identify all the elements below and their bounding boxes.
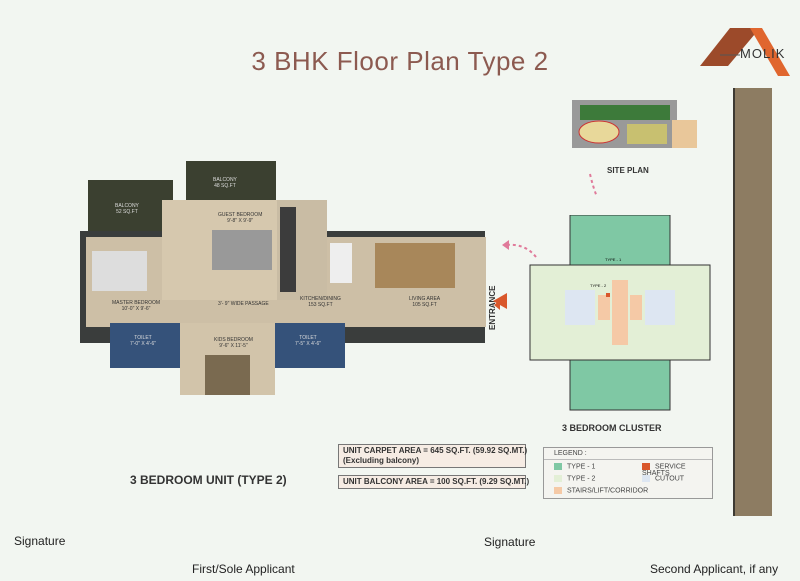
legend-item-type2: TYPE - 2 bbox=[554, 475, 595, 482]
legend-item-type1: TYPE - 1 bbox=[554, 463, 595, 470]
room-label-kids-bedroom: KIDS BEDROOM bbox=[214, 337, 253, 343]
logo-mark-icon bbox=[700, 28, 790, 76]
bedroom-cluster: 3 BEDROOM CLUSTER TYPE - 1 TYPE - 2 bbox=[520, 214, 720, 440]
legend-item-cutout: CUTOUT bbox=[642, 475, 684, 482]
room-size-master-bedroom: 10'-0" X 9'-6" bbox=[121, 306, 151, 312]
second-applicant-label: Second Applicant, if any bbox=[650, 562, 779, 576]
room-guest-bedroom: GUEST BEDROOM 9'-8" X 9'-9" bbox=[218, 212, 262, 224]
swatch-type1 bbox=[554, 463, 562, 470]
road-strip bbox=[733, 88, 772, 516]
room-size-kitchen: 153 SQ.FT bbox=[308, 302, 333, 308]
swatch-stairs bbox=[554, 487, 562, 494]
room-balcony-1: BALCONY 52 SQ.FT bbox=[115, 203, 139, 215]
room-master-bedroom: MASTER BEDROOM 10'-0" X 9'-6" bbox=[112, 300, 160, 312]
room-kitchen: KITCHEN/DINING 153 SQ.FT bbox=[300, 296, 341, 308]
type2-label: TYPE - 2 bbox=[590, 283, 607, 288]
room-label-toilet-1: TOILET bbox=[134, 335, 152, 341]
first-applicant-label: First/Sole Applicant bbox=[192, 562, 295, 576]
legend-item-stairs: STAIRS/LIFT/CORRIDOR bbox=[554, 487, 648, 494]
room-label-toilet-2: TOILET bbox=[299, 335, 317, 341]
room-label-balcony-2: BALCONY bbox=[213, 177, 237, 183]
room-living: LIVING AREA 105 SQ.FT bbox=[409, 296, 440, 308]
room-size-guest-bedroom: 9'-8" X 9'-9" bbox=[227, 218, 254, 224]
room-size-toilet-1: 7'-0" X 4'-6" bbox=[130, 341, 157, 347]
swatch-cutout bbox=[642, 475, 650, 482]
swatch-service bbox=[642, 463, 650, 470]
room-label-balcony-1: BALCONY bbox=[115, 203, 139, 209]
type1-label: TYPE - 1 bbox=[605, 257, 622, 262]
legend-title: LEGEND : bbox=[544, 448, 712, 460]
carpet-area-note: (Excluding balcony) bbox=[343, 456, 420, 465]
room-size-balcony-1: 52 SQ.FT bbox=[116, 209, 138, 215]
floor-plan: BALCONY 52 SQ.FT BALCONY 48 SQ.FT GUEST … bbox=[80, 155, 500, 397]
signature-label-2: Signature bbox=[484, 535, 536, 549]
room-size-toilet-2: 7'-5" X 4'-6" bbox=[295, 341, 322, 347]
legend: LEGEND : TYPE - 1 SERVICE SHAFTS TYPE - … bbox=[543, 447, 713, 499]
dotted-arrow-icon bbox=[589, 173, 598, 198]
unit-caption: 3 BEDROOM UNIT (TYPE 2) bbox=[130, 473, 287, 487]
room-toilet-2: TOILET 7'-5" X 4'-6" bbox=[295, 335, 321, 347]
balcony-area-box: UNIT BALCONY AREA = 100 SQ.FT. (9.29 SQ.… bbox=[338, 475, 530, 489]
room-kids-bedroom: KIDS BEDROOM 9'-6" X 11'-5" bbox=[214, 337, 253, 349]
room-size-kids-bedroom: 9'-6" X 11'-5" bbox=[219, 343, 248, 349]
room-size-living: 105 SQ.FT bbox=[412, 302, 437, 308]
page-title: 3 BHK Floor Plan Type 2 bbox=[251, 46, 549, 76]
site-plan: SITE PLAN bbox=[572, 100, 700, 175]
room-passage: 3'- 9" WIDE PASSAGE bbox=[218, 301, 269, 307]
cluster-label: 3 BEDROOM CLUSTER bbox=[562, 423, 662, 433]
carpet-area-box: UNIT CARPET AREA = 645 SQ.FT. (59.92 SQ.… bbox=[338, 444, 528, 468]
room-label-living: LIVING AREA bbox=[409, 296, 441, 302]
legend-item-service-shafts: SERVICE SHAFTS bbox=[642, 463, 686, 478]
room-label-passage: 3'- 9" WIDE PASSAGE bbox=[218, 301, 269, 307]
carpet-area-text: UNIT CARPET AREA = 645 SQ.FT. (59.92 SQ.… bbox=[343, 446, 528, 455]
room-label-master-bedroom: MASTER BEDROOM bbox=[112, 300, 161, 306]
room-size-balcony-2: 48 SQ.FT bbox=[214, 183, 236, 189]
site-plan-label: SITE PLAN bbox=[607, 166, 649, 175]
molik-logo: MOLIK bbox=[700, 18, 790, 78]
room-label-kitchen: KITCHEN/DINING bbox=[300, 296, 341, 302]
room-toilet-1: TOILET 7'-0" X 4'-6" bbox=[130, 335, 156, 347]
entrance-arrow-icon bbox=[493, 293, 507, 309]
curved-arrow-icon bbox=[502, 240, 537, 258]
room-label-guest-bedroom: GUEST BEDROOM bbox=[218, 212, 263, 218]
room-balcony-2: BALCONY 48 SQ.FT bbox=[213, 177, 237, 189]
signature-label-1: Signature bbox=[14, 534, 66, 548]
swatch-type2 bbox=[554, 475, 562, 482]
balcony-area-text: UNIT BALCONY AREA = 100 SQ.FT. (9.29 SQ.… bbox=[343, 477, 530, 486]
logo-text: MOLIK bbox=[740, 46, 786, 61]
